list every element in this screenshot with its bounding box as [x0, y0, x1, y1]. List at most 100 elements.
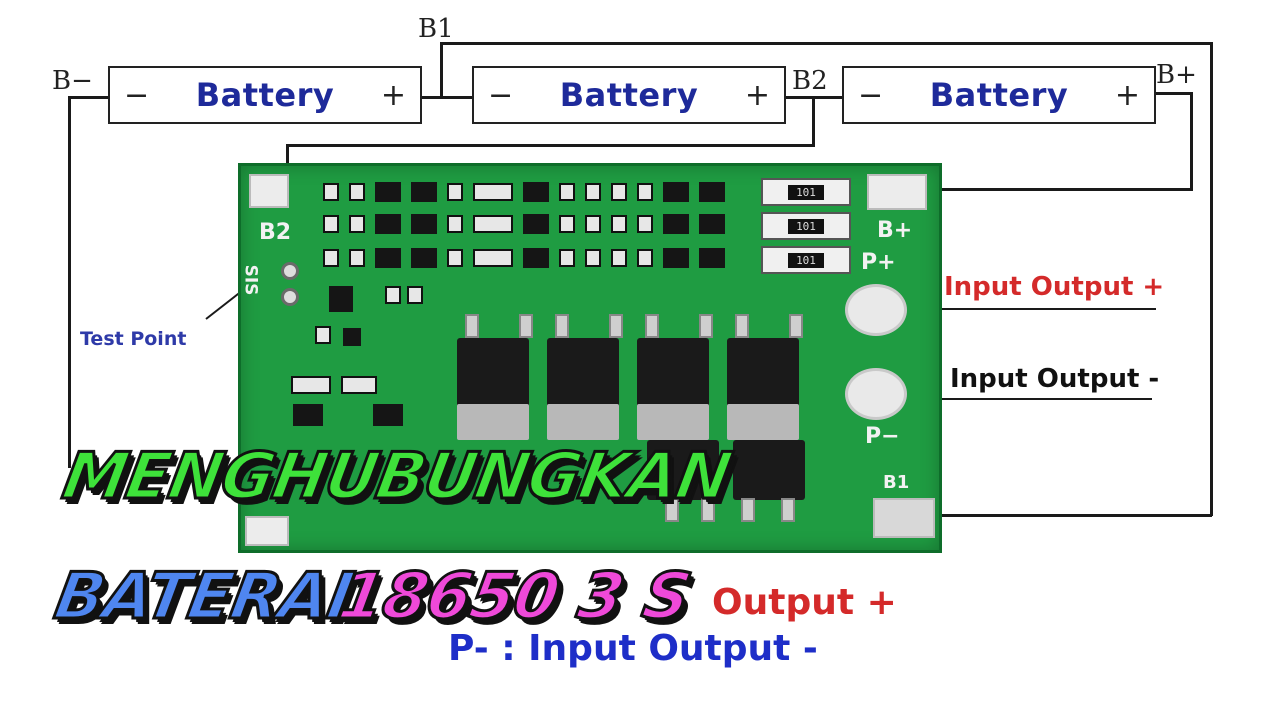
smd-component [341, 376, 377, 394]
ic-chip [523, 248, 549, 268]
smd-component [385, 286, 401, 304]
ic-chip [699, 182, 725, 202]
output-minus-hole [845, 368, 907, 420]
board-label-p-minus: P− [865, 424, 900, 449]
wire-b2-horizontal [286, 144, 815, 147]
mosfet [733, 440, 805, 500]
battery-3: − Battery + [842, 66, 1156, 124]
board-label-sis: SIS [240, 264, 261, 296]
wire-b1-right [1210, 42, 1213, 516]
mosfet [647, 440, 719, 500]
pad-b1 [873, 498, 935, 538]
smd-component [349, 183, 365, 201]
battery-minus-sign: − [488, 77, 514, 113]
ic-chip [411, 248, 437, 268]
battery-plus-sign: + [744, 77, 770, 113]
smd-component [637, 249, 653, 267]
wire-b2-join [786, 96, 844, 99]
smd-component [559, 215, 575, 233]
title-line-2-baterai: BATERAI [48, 559, 359, 636]
mosfet-leg [699, 314, 713, 338]
terminal-b-minus-label: B− [52, 66, 93, 96]
mosfet-leg [645, 314, 659, 338]
pad-b-minus [245, 516, 289, 546]
wire-b1-board [938, 514, 1212, 517]
smd-component [407, 286, 423, 304]
wire-b2-drop [812, 96, 815, 146]
input-output-plus-label: Input Output + [944, 272, 1165, 302]
ic-chip [375, 248, 401, 268]
shunt-resistor-3: 101 [761, 246, 851, 274]
battery-1: − Battery + [108, 66, 422, 124]
shunt-resistor-2: 101 [761, 212, 851, 240]
smd-component [611, 215, 627, 233]
smd-component [585, 215, 601, 233]
terminal-b1-label: B1 [418, 14, 454, 44]
shunt-resistor-1: 101 [761, 178, 851, 206]
component-row-2 [323, 214, 725, 234]
mosfet-leg [465, 314, 479, 338]
mosfet-leg [735, 314, 749, 338]
ic-chip [411, 214, 437, 234]
board-label-b-plus: B+ [877, 218, 913, 243]
ic-chip [375, 214, 401, 234]
pad-b-plus [867, 174, 927, 210]
smd-component [559, 183, 575, 201]
smd-component [637, 183, 653, 201]
board-label-b1: B1 [883, 472, 910, 493]
ic-chip [293, 404, 323, 426]
smd-component [473, 183, 513, 201]
mosfet-leg [701, 498, 715, 522]
ic-chip [699, 214, 725, 234]
wire-b-minus [68, 96, 110, 99]
mosfet [457, 338, 529, 414]
input-output-minus-label: Input Output - [950, 364, 1160, 394]
ic-chip [375, 182, 401, 202]
battery-minus-sign: − [124, 77, 150, 113]
wire-output-minus-pointer [884, 398, 1152, 400]
battery-plus-sign: + [1114, 77, 1140, 113]
smd-component [637, 215, 653, 233]
smd-component [323, 183, 339, 201]
mosfet-tab [727, 404, 799, 440]
mosfet-tab [637, 404, 709, 440]
pad-b2 [249, 174, 289, 208]
wire-b1-join [422, 96, 474, 99]
resistor-code: 101 [788, 218, 824, 234]
wire-b1-drop [440, 42, 443, 98]
board-label-p-plus: P+ [861, 250, 896, 275]
wire-b-plus-vertical [1190, 92, 1193, 190]
title-line-1: MENGHUBUNGKAN [56, 439, 738, 516]
smd-component [323, 215, 339, 233]
ic-chip [663, 214, 689, 234]
smd-component [585, 249, 601, 267]
battery-plus-sign: + [380, 77, 406, 113]
title-line-2-model: 18650 3 S [332, 559, 697, 636]
smd-component [473, 249, 513, 267]
mosfet-leg [519, 314, 533, 338]
battery-label: Battery [559, 76, 699, 114]
ic-chip [523, 182, 549, 202]
smd-component [349, 249, 365, 267]
ic-chip [329, 286, 353, 312]
resistor-code: 101 [788, 184, 824, 200]
mosfet [727, 338, 799, 414]
component-row-1 [323, 182, 725, 202]
ic-chip [373, 404, 403, 426]
smd-component [349, 215, 365, 233]
ic-chip [699, 248, 725, 268]
smd-component [585, 183, 601, 201]
smd-component [473, 215, 513, 233]
smd-component [559, 249, 575, 267]
resistor-code: 101 [788, 252, 824, 268]
wire-output-plus-pointer [884, 308, 1156, 310]
smd-component [447, 215, 463, 233]
smd-component [315, 326, 331, 344]
ic-chip [343, 328, 361, 346]
battery-label: Battery [929, 76, 1069, 114]
battery-2: − Battery + [472, 66, 786, 124]
mosfet-leg [609, 314, 623, 338]
legend-input-output-minus: P- : Input Output - [448, 628, 818, 669]
wire-b-plus-out [1154, 92, 1192, 95]
battery-label: Battery [195, 76, 335, 114]
